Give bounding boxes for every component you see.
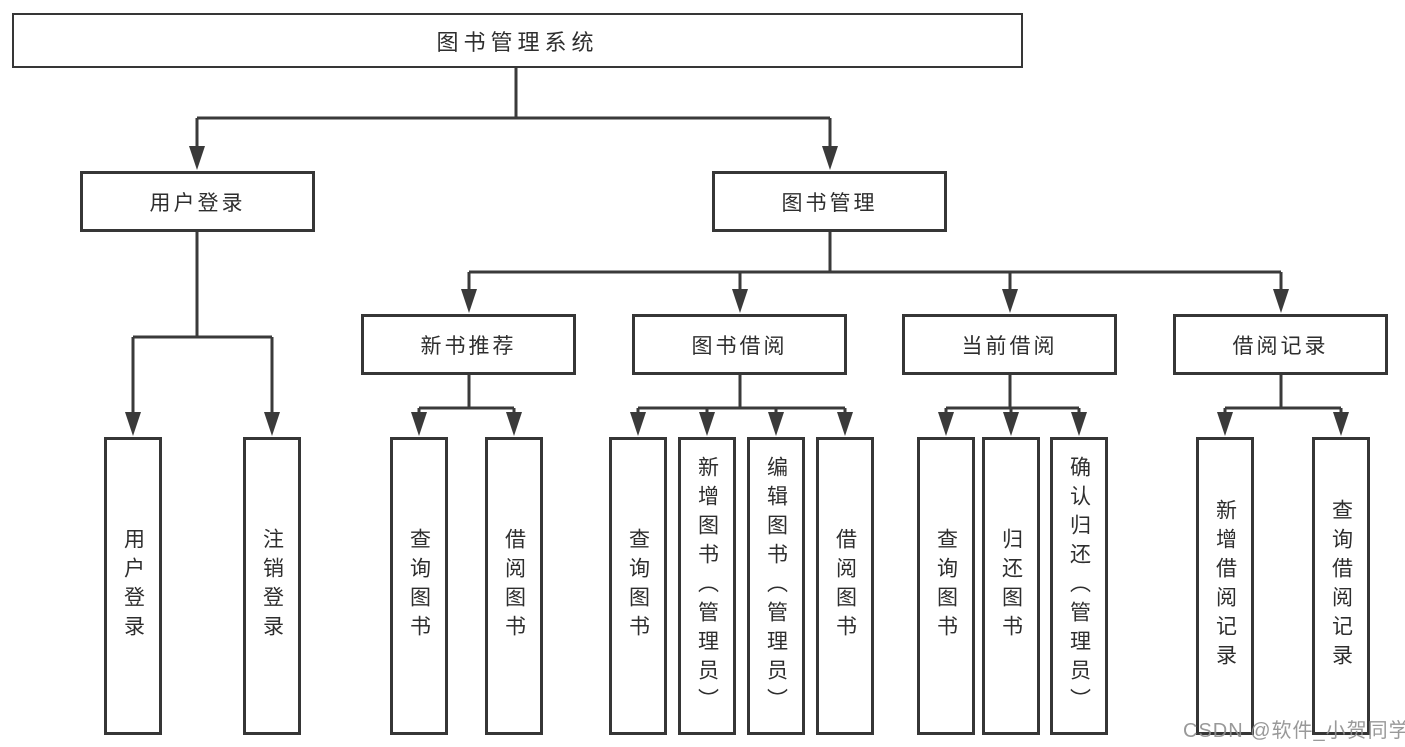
- arrow-down-icon: [506, 412, 522, 436]
- arrow-down-icon: [125, 412, 141, 436]
- node-leaf-current-return-book-label: 归还图书: [999, 528, 1023, 644]
- arrow-down-icon: [264, 412, 280, 436]
- node-leaf-borrow-borrow-book-label: 借阅图书: [833, 528, 857, 644]
- node-borrow-record: 借阅记录: [1173, 314, 1388, 375]
- node-current-borrow-label: 当前借阅: [961, 334, 1058, 358]
- arrow-down-icon: [1273, 289, 1289, 313]
- node-leaf-record-query: 查询借阅记录: [1312, 437, 1370, 735]
- node-leaf-current-confirm-return-label: 确认归还（管理员）: [1067, 455, 1091, 717]
- node-leaf-current-return-book: 归还图书: [982, 437, 1040, 735]
- node-leaf-recommend-query-book-label: 查询图书: [407, 528, 431, 644]
- arrowhead-icons: [125, 146, 1349, 436]
- arrow-down-icon: [1002, 289, 1018, 313]
- node-leaf-user-login: 用户登录: [104, 437, 162, 735]
- node-user-login: 用户登录: [80, 171, 315, 232]
- node-new-book-recommend-label: 新书推荐: [420, 334, 517, 358]
- node-leaf-borrow-query-book-label: 查询图书: [626, 528, 650, 644]
- node-leaf-record-add: 新增借阅记录: [1196, 437, 1254, 735]
- node-leaf-current-query-book: 查询图书: [917, 437, 975, 735]
- arrow-down-icon: [461, 289, 477, 313]
- arrow-down-icon: [189, 146, 205, 170]
- arrow-down-icon: [768, 412, 784, 436]
- node-borrow-record-label: 借阅记录: [1232, 334, 1329, 358]
- node-leaf-borrow-borrow-book: 借阅图书: [816, 437, 874, 735]
- arrow-down-icon: [1071, 412, 1087, 436]
- node-current-borrow: 当前借阅: [902, 314, 1117, 375]
- node-book-borrow-label: 图书借阅: [691, 334, 788, 358]
- node-leaf-borrow-query-book: 查询图书: [609, 437, 667, 735]
- node-root-label: 图书管理系统: [436, 29, 599, 55]
- node-leaf-borrow-add-book: 新增图书（管理员）: [678, 437, 736, 735]
- node-book-management-label: 图书管理: [781, 191, 878, 215]
- arrow-down-icon: [822, 146, 838, 170]
- arrow-down-icon: [699, 412, 715, 436]
- arrow-down-icon: [732, 289, 748, 313]
- node-leaf-recommend-borrow-book-label: 借阅图书: [502, 528, 526, 644]
- node-leaf-borrow-edit-book-label: 编辑图书（管理员）: [764, 455, 788, 717]
- arrow-down-icon: [1217, 412, 1233, 436]
- csdn-watermark: CSDN @软件_小贺同学: [1183, 720, 1405, 742]
- node-leaf-borrow-add-book-label: 新增图书（管理员）: [695, 455, 719, 717]
- node-leaf-record-query-label: 查询借阅记录: [1329, 499, 1353, 673]
- node-book-management: 图书管理: [712, 171, 947, 232]
- node-leaf-logout: 注销登录: [243, 437, 301, 735]
- node-leaf-user-login-label: 用户登录: [121, 528, 145, 644]
- node-leaf-current-confirm-return: 确认归还（管理员）: [1050, 437, 1108, 735]
- connector-paths: [131, 66, 1343, 416]
- arrow-down-icon: [630, 412, 646, 436]
- node-book-borrow: 图书借阅: [632, 314, 847, 375]
- node-leaf-recommend-query-book: 查询图书: [390, 437, 448, 735]
- node-leaf-record-add-label: 新增借阅记录: [1213, 499, 1237, 673]
- node-root: 图书管理系统: [12, 13, 1023, 68]
- node-new-book-recommend: 新书推荐: [361, 314, 576, 375]
- node-leaf-logout-label: 注销登录: [260, 528, 284, 644]
- arrow-down-icon: [837, 412, 853, 436]
- node-user-login-label: 用户登录: [149, 191, 246, 215]
- arrow-down-icon: [1003, 412, 1019, 436]
- node-leaf-borrow-edit-book: 编辑图书（管理员）: [747, 437, 805, 735]
- node-leaf-recommend-borrow-book: 借阅图书: [485, 437, 543, 735]
- arrow-down-icon: [938, 412, 954, 436]
- arrow-down-icon: [411, 412, 427, 436]
- arrow-down-icon: [1333, 412, 1349, 436]
- node-leaf-current-query-book-label: 查询图书: [934, 528, 958, 644]
